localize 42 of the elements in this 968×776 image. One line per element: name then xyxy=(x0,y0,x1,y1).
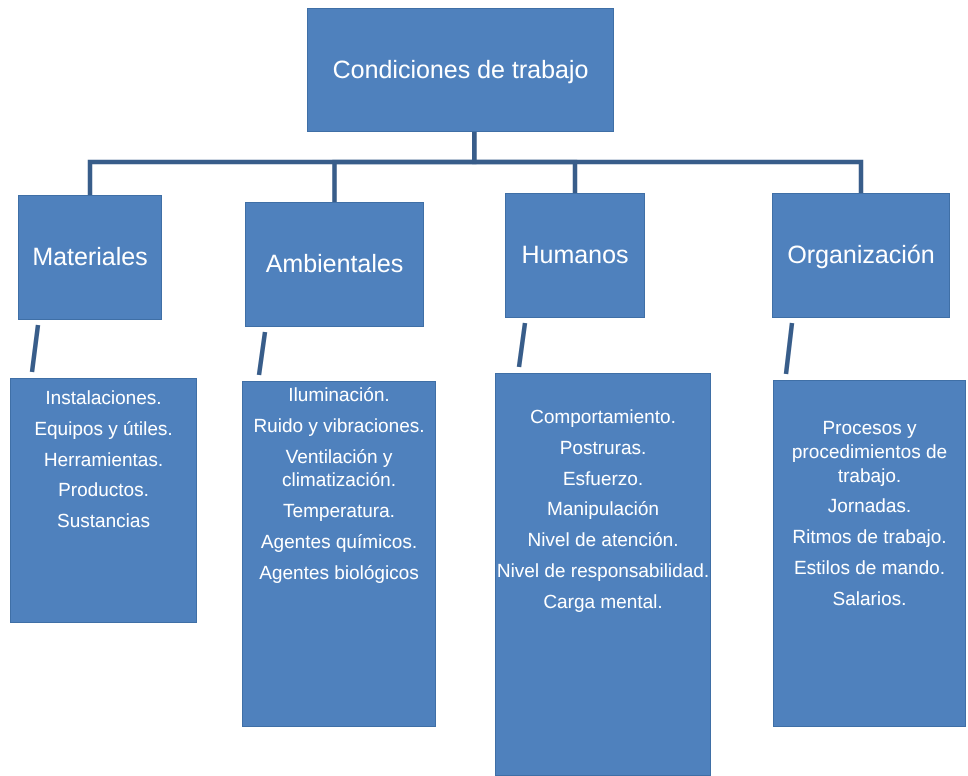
category-box xyxy=(307,8,614,132)
list-item: Agentes químicos. xyxy=(260,530,418,554)
category-box xyxy=(245,202,424,327)
list-item: Ritmos de trabajo. xyxy=(792,526,947,550)
connector-line xyxy=(256,332,268,376)
list-item: Postruras. xyxy=(560,436,646,460)
list-item: Iluminación. xyxy=(288,384,390,408)
list-item: Estilos de mando. xyxy=(794,556,946,580)
list-item: Carga mental. xyxy=(543,590,663,614)
item-list-box xyxy=(773,380,966,727)
category-box xyxy=(18,195,162,320)
box-title: Organización xyxy=(787,241,935,270)
box-title: Humanos xyxy=(522,241,628,270)
item-list-box xyxy=(495,373,711,776)
list-item: Salarios. xyxy=(832,588,906,612)
list-item: Manipulación xyxy=(547,498,659,522)
list-item: Procesos y procedimientos de trabajo. xyxy=(790,417,948,488)
item-list-box xyxy=(10,378,197,623)
list-item: Instalaciones. xyxy=(45,387,162,411)
list-item: Sustancias xyxy=(57,510,150,534)
category-box xyxy=(772,193,950,318)
box-title: Materiales xyxy=(32,243,148,272)
list-item: Esfuerzo. xyxy=(562,468,644,492)
list-item: Jornadas. xyxy=(828,495,912,519)
connector-line xyxy=(516,322,528,368)
box-title: Ambientales xyxy=(266,250,404,279)
list-item: Comportamiento. xyxy=(530,406,676,430)
list-item: Nivel de atención. xyxy=(527,529,679,553)
connector-line xyxy=(472,132,864,193)
list-item: Ventilación y climatización. xyxy=(280,446,398,493)
list-item: Herramientas. xyxy=(44,448,164,472)
connector-line xyxy=(784,322,794,374)
box-title: Condiciones de trabajo xyxy=(332,56,588,84)
connector-line xyxy=(30,324,40,372)
category-box xyxy=(505,193,645,318)
list-item: Productos. xyxy=(58,479,149,503)
list-item: Temperatura. xyxy=(283,500,395,524)
list-item: Agentes biológicos xyxy=(259,562,419,586)
list-item: Ruido y vibraciones. xyxy=(253,414,425,438)
item-list-box xyxy=(242,381,436,727)
list-item: Nivel de responsabilidad. xyxy=(496,560,710,584)
list-item: Equipos y útiles. xyxy=(34,418,173,442)
